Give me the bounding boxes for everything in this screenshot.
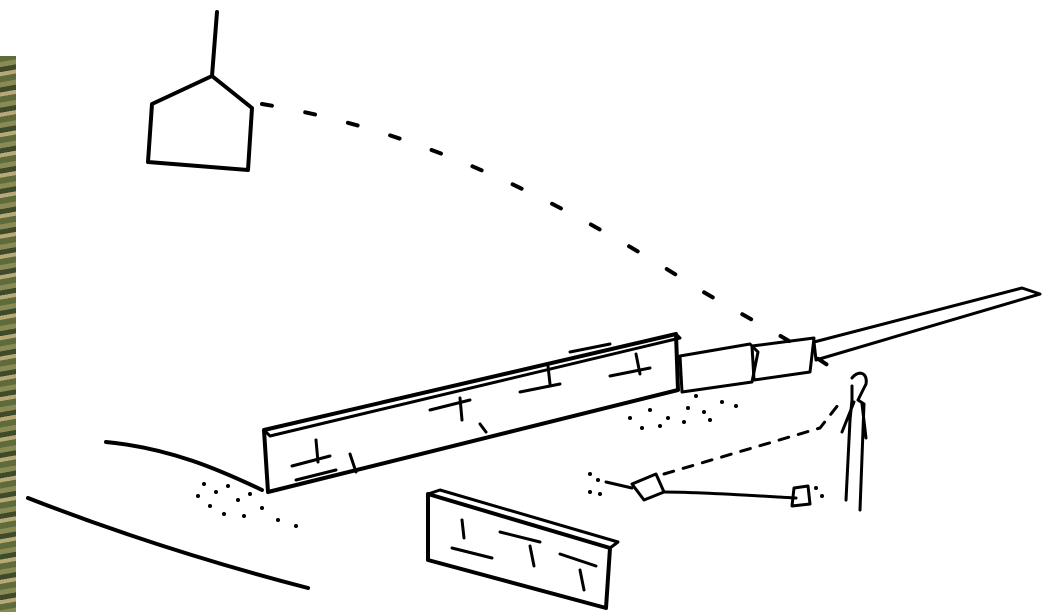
linear-bench xyxy=(680,288,1040,392)
long-wall xyxy=(264,334,680,492)
hanging-lamp xyxy=(148,12,252,170)
light-path xyxy=(262,104,842,375)
small-light-fixture xyxy=(606,400,842,506)
short-wall xyxy=(428,490,618,608)
standing-figure xyxy=(842,373,866,510)
gravel-dots xyxy=(196,394,824,528)
